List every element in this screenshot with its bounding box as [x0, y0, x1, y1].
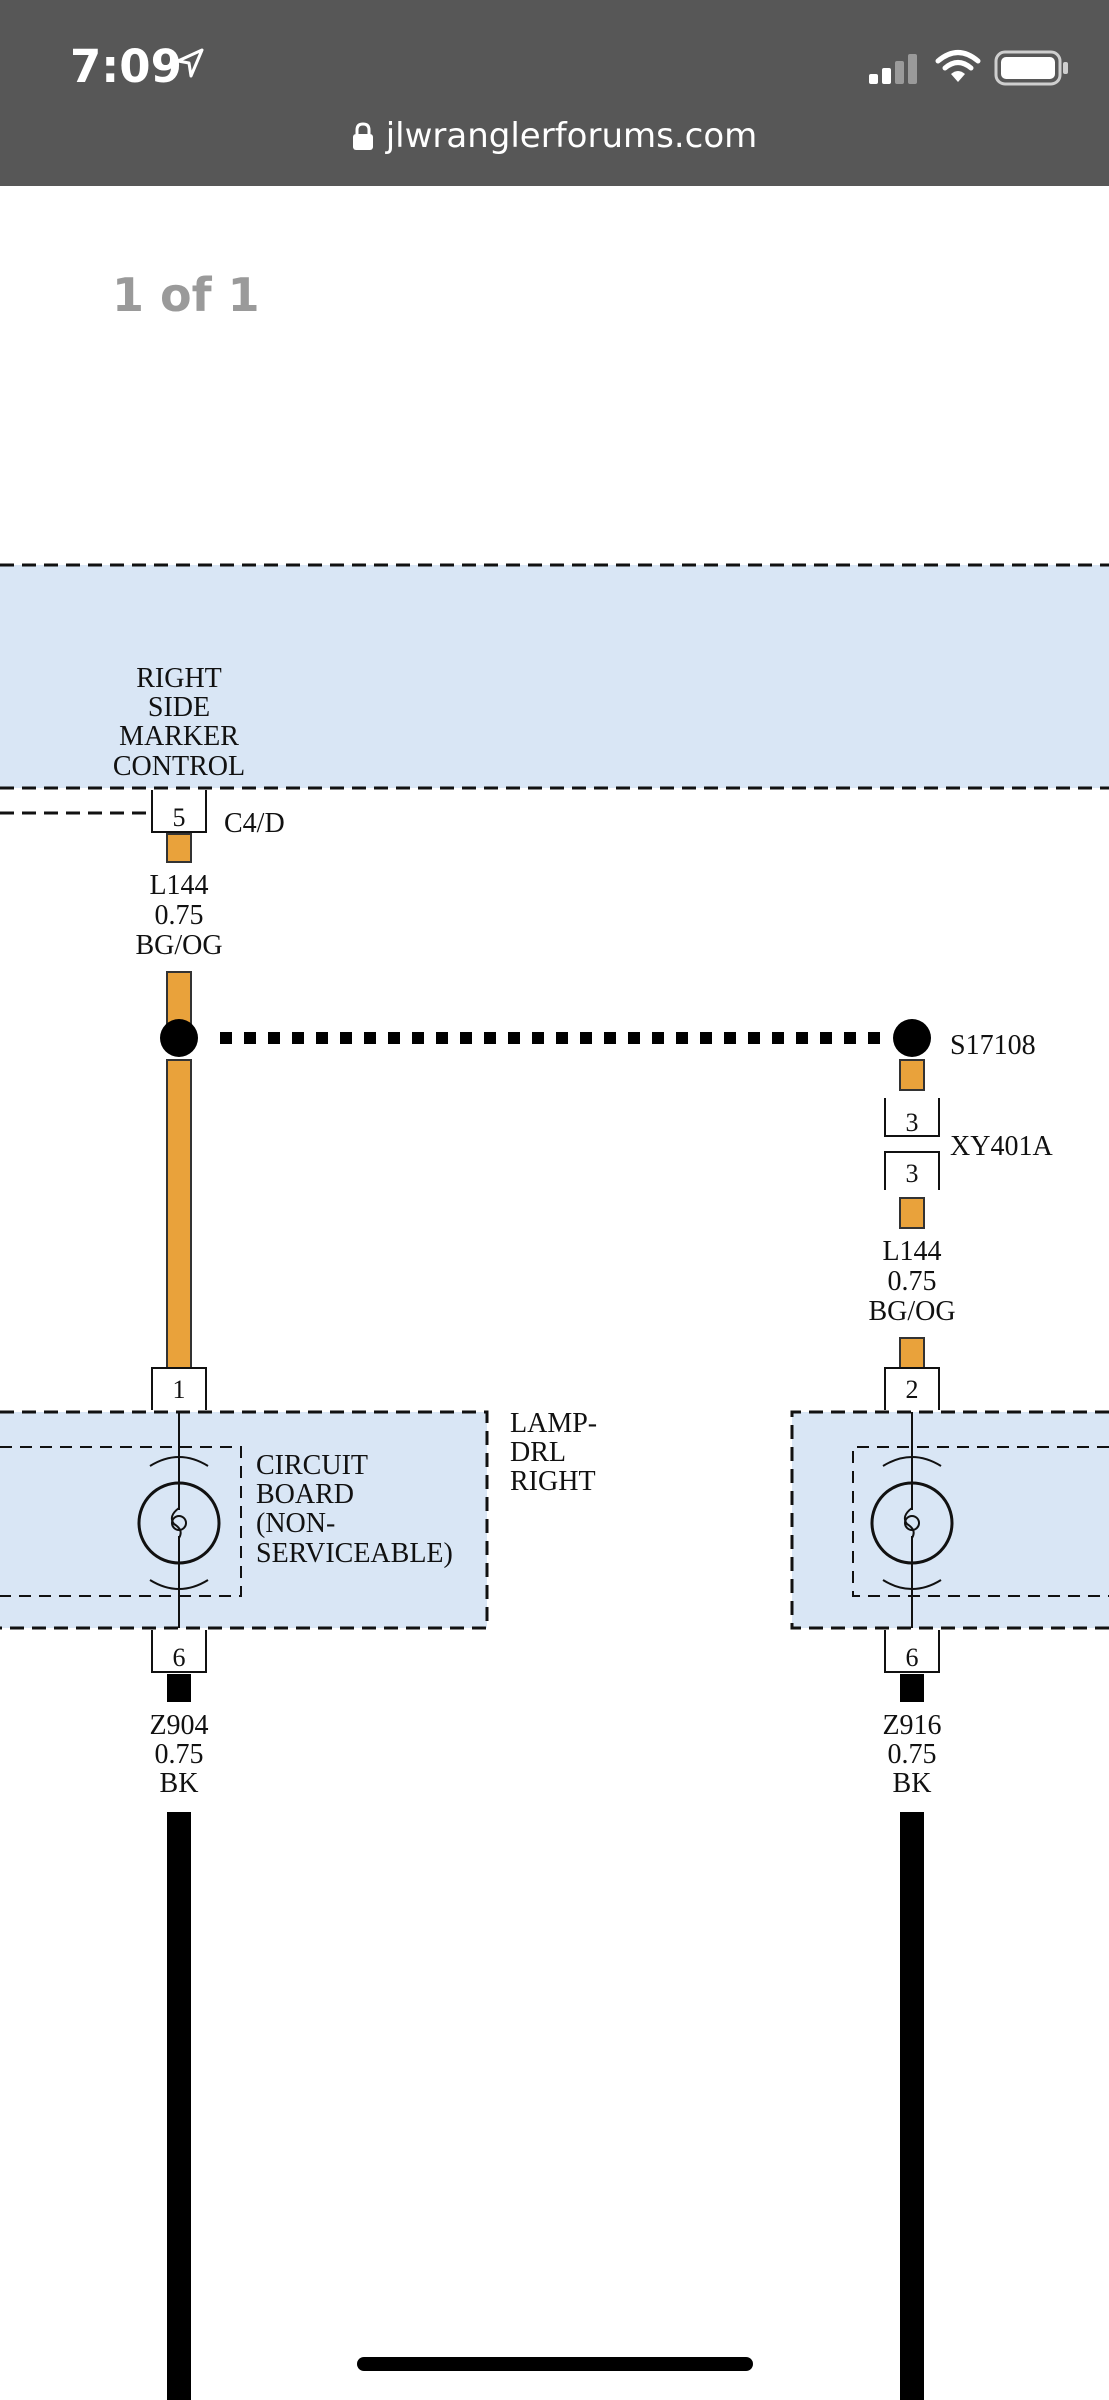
ground-right-circuit: Z916 — [882, 1710, 941, 1741]
wifi-icon — [935, 50, 981, 82]
address-bar[interactable]: jlwranglerforums.com — [0, 116, 1109, 156]
circuit-board-line-3: (NON- — [256, 1508, 335, 1539]
wire-right-color: BG/OG — [868, 1296, 955, 1327]
wire-top-circuit: L144 — [149, 870, 208, 901]
ground-right-gauge: 0.75 — [888, 1739, 937, 1770]
circuit-board-right-border — [852, 1446, 1109, 1597]
lamp-left-pin-out-box — [151, 1630, 207, 1673]
ground-right-color: BK — [893, 1768, 932, 1799]
location-arrow-icon — [176, 48, 204, 78]
ground-left-circuit: Z904 — [149, 1710, 208, 1741]
module-pin-number: 5 — [173, 803, 186, 832]
lamp-right-pin-in: 2 — [906, 1375, 919, 1404]
module-title-line-3: MARKER — [119, 721, 239, 752]
lamp-right-pin-in-box — [884, 1367, 940, 1410]
status-time: 7:09 — [70, 40, 182, 93]
wire-top-gauge: 0.75 — [155, 900, 204, 931]
inline-pin-a: 3 — [906, 1108, 919, 1137]
ground-right-stub — [900, 1674, 924, 1702]
lamp-left-border — [0, 1410, 489, 1630]
wire-right-circuit: L144 — [882, 1236, 941, 1267]
splice-dot-right — [893, 1019, 931, 1057]
splice-dot-left — [160, 1019, 198, 1057]
cellular-signal-icon — [869, 54, 917, 84]
wire-left-long — [166, 1059, 192, 1369]
lamp-name-line-1: LAMP- — [510, 1408, 597, 1439]
circuit-board-line-2: BOARD — [256, 1479, 354, 1510]
ground-left-gauge: 0.75 — [155, 1739, 204, 1770]
wire-right-gauge: 0.75 — [888, 1266, 937, 1297]
lamp-left-box — [0, 1412, 487, 1628]
module-pin-box — [151, 790, 207, 833]
module-title-line-1: RIGHT — [136, 663, 222, 694]
module-title-line-2: SIDE — [148, 692, 210, 723]
status-bar: 7:09 jlwranglerforums.com — [0, 0, 1109, 186]
wire-top-color: BG/OG — [135, 930, 222, 961]
ground-right-wire — [900, 1812, 924, 2400]
lamp-name-line-3: RIGHT — [510, 1466, 596, 1497]
splice-label: S17108 — [950, 1030, 1036, 1061]
lock-icon — [352, 122, 373, 150]
wiring-diagram: RIGHT SIDE MARKER CONTROL 5 C4/D L144 0.… — [0, 563, 1109, 2400]
lamp-left-pin-out: 6 — [173, 1643, 186, 1672]
page-indicator: 1 of 1 — [112, 268, 260, 322]
inline-pin-b-box — [884, 1151, 940, 1190]
module-box — [0, 565, 1109, 788]
url-text: jlwranglerforums.com — [385, 116, 758, 156]
battery-icon — [994, 50, 1068, 86]
lamp-name-line-2: DRL — [510, 1437, 566, 1468]
ground-left-color: BK — [160, 1768, 199, 1799]
circuit-board-line-4: SERVICEABLE) — [256, 1538, 453, 1569]
lamp-right-bulb-icon — [870, 1456, 954, 1590]
lamp-left-bulb-icon — [137, 1456, 221, 1590]
lamp-right-border — [790, 1410, 1109, 1630]
module-connector-label: C4/D — [224, 808, 285, 839]
ground-left-wire — [167, 1812, 191, 2400]
lamp-right-pin-out-box — [884, 1630, 940, 1673]
lamp-right-pin-out: 6 — [906, 1643, 919, 1672]
wire-top-stub — [166, 833, 192, 863]
wire-right-lower — [899, 1337, 925, 1369]
wire-right-stub — [899, 1059, 925, 1091]
wire-right-mid — [899, 1197, 925, 1229]
module-title-line-4: CONTROL — [113, 751, 245, 782]
home-indicator[interactable] — [357, 2357, 753, 2371]
circuit-board-left-border — [0, 1446, 242, 1597]
ground-left-stub — [167, 1674, 191, 1702]
circuit-board-line-1: CIRCUIT — [256, 1450, 368, 1481]
inline-connector-label: XY401A — [950, 1131, 1053, 1162]
inline-pin-a-box — [884, 1098, 940, 1137]
inline-pin-b: 3 — [906, 1159, 919, 1188]
lamp-left-pin-in: 1 — [173, 1375, 186, 1404]
lamp-left-pin-in-box — [151, 1367, 207, 1410]
